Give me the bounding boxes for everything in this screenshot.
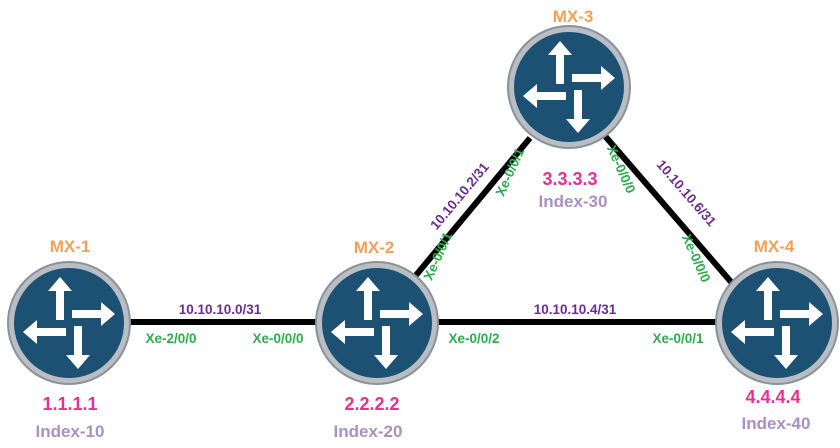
- router-icon: [7, 261, 131, 385]
- router-index-mx3: Index-30: [539, 192, 608, 211]
- router-icon: [315, 261, 439, 385]
- router-mx3[interactable]: [507, 25, 631, 149]
- interface-mx2-xe-0-0-2: Xe-0/0/2: [448, 331, 499, 346]
- interface-mx3-xe-0-0-1: Xe-0/0/1: [493, 145, 528, 198]
- subnet-label-mx3-mx4: 10.10.10.6/31: [654, 157, 720, 230]
- router-ip-mx2: 2.2.2.2: [344, 394, 399, 414]
- link-mx2-mx3: [409, 136, 533, 282]
- interface-mx4-xe-0-0-1: Xe-0/0/1: [652, 331, 704, 346]
- router-mx1[interactable]: [7, 261, 131, 385]
- router-name-mx2: MX-2: [354, 238, 395, 257]
- router-ip-mx3: 3.3.3.3: [542, 169, 597, 189]
- router-name-mx1: MX-1: [50, 237, 91, 256]
- link-mx3-mx4: [602, 134, 741, 292]
- router-mx2[interactable]: [315, 261, 439, 385]
- interface-mx1-xe-2-0-0: Xe-2/0/0: [145, 331, 196, 346]
- router-mx4[interactable]: [715, 261, 839, 385]
- links: [128, 134, 741, 325]
- subnet-label-mx1-mx2: 10.10.10.0/31: [179, 302, 262, 317]
- interface-mx2-xe-0-0-0: Xe-0/0/0: [252, 331, 303, 346]
- router-index-mx4: Index-40: [742, 414, 811, 433]
- router-index-mx2: Index-20: [334, 422, 403, 441]
- router-icon: [507, 25, 631, 149]
- router-ip-mx4: 4.4.4.4: [745, 387, 800, 407]
- router-index-mx1: Index-10: [36, 422, 105, 441]
- router-name-mx3: MX-3: [553, 7, 594, 26]
- router-ip-mx1: 1.1.1.1: [42, 394, 97, 414]
- router-name-mx4: MX-4: [754, 237, 795, 256]
- router-icon: [715, 261, 839, 385]
- interface-mx2-xe-0-0-1: Xe-0/0/1: [421, 229, 456, 282]
- subnet-label-mx2-mx4: 10.10.10.4/31: [534, 302, 617, 317]
